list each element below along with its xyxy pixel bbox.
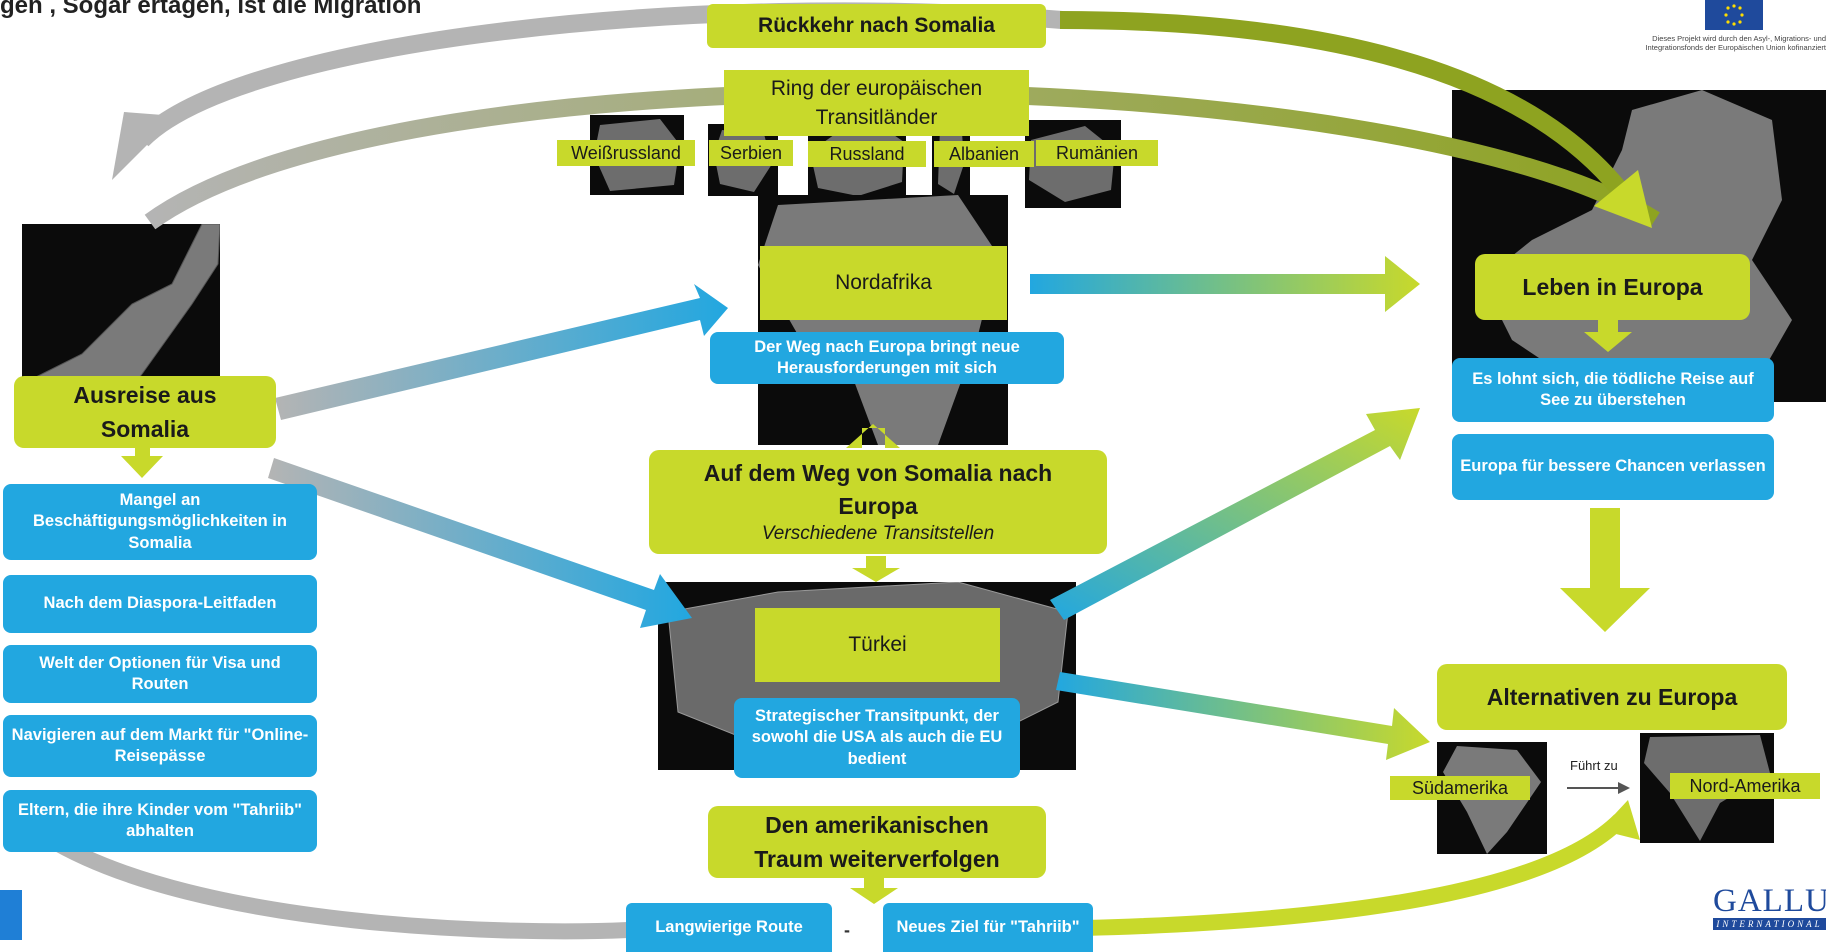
long-route-box: Langwierige Route [626,903,832,952]
reason-item: Mangel an Beschäftigungsmöglichkeiten in… [3,484,317,560]
europe-note-leave: Europa für bessere Chancen verlassen [1452,434,1774,500]
north-africa-note: Der Weg nach Europa bringt neue Herausfo… [710,332,1064,384]
long-route-arc [43,831,629,940]
new-target-box: Neues Ziel für "Tahriib" [883,903,1093,952]
country-label-serbia: Serbien [709,140,793,166]
new-target-head [1600,800,1640,840]
center-title-line2: Europa [838,492,918,519]
gallup-logo-sub: INTERNATIONAL [1713,918,1826,930]
center-down-arrow [852,556,900,582]
gallup-logo-text: GALLUP [1713,883,1826,919]
europe-title: Leben in Europa [1522,273,1703,300]
return-to-somalia-box: Rückkehr nach Somalia [707,4,1046,48]
turkey-title: Türkei [848,633,907,656]
transit-ring-box: Ring der europäischen Transitländer [724,70,1029,136]
country-label-albania: Albanien [934,141,1034,167]
north-africa-box: Nordafrika [760,246,1007,320]
departure-title-line1: Ausreise aus [73,381,217,408]
turkey-to-europe-arrow [1050,408,1420,620]
eu-flag-icon [1705,0,1763,30]
center-subtitle: Verschiedene Transitstellen [761,522,995,544]
return-arc-upper-head [112,112,176,180]
center-box: Auf dem Weg von Somalia nach Europa Vers… [649,450,1107,554]
south-america-label: Südamerika [1390,776,1530,800]
center-up-arrow [846,424,900,448]
somalia-to-north-africa-arrow [275,284,728,420]
alternatives-title: Alternativen zu Europa [1486,683,1738,710]
header-partial: gen , Sogar ertagen, ist die Migration [0,0,422,19]
turkey-to-alternatives-arrow [1056,672,1430,760]
country-label-belarus: Weißrussland [557,140,695,166]
center-title-line1: Auf dem Weg von Somalia nach [703,460,1053,487]
country-label-russia: Russland [808,141,926,167]
departure-box: Ausreise aus Somalia [14,376,276,448]
reason-item: Navigieren auf dem Markt für "Online-Rei… [3,715,317,777]
return-to-europe-arc [1059,11,1627,196]
route-separator: - [844,920,850,940]
american-dream-box: Den amerikanischen Traum weiterverfolgen [708,806,1046,878]
leads-to-arrow-head [1618,782,1630,794]
side-tab [0,890,22,940]
europe-box: Leben in Europa [1475,254,1750,320]
american-title-line2: Traum weiterverfolgen [754,846,1000,872]
north-america-label: Nord-Amerika [1670,773,1820,799]
reason-item: Nach dem Diaspora-Leitfaden [3,575,317,633]
reason-item: Welt der Optionen für Visa und Routen [3,645,317,703]
turkey-box: Türkei [755,608,1000,682]
american-down-arrow [850,876,898,904]
departure-title-line2: Somalia [100,416,190,442]
return-to-europe-head [1594,170,1652,228]
somalia-to-turkey-arrow [268,458,692,628]
transit-ring-title-line1: Ring der europäischen [770,76,983,100]
europe-map [1452,90,1826,402]
gallup-logo: GALLUP INTERNATIONAL [1713,884,1826,930]
eu-funding-note: Dieses Projekt wird durch den Asyl-, Mig… [1645,34,1826,53]
country-label-romania: Rumänien [1036,140,1158,166]
turkey-note: Strategischer Transitpunkt, der sowohl d… [734,698,1020,778]
leads-to-label: Führt zu [1570,758,1618,773]
alternatives-box: Alternativen zu Europa [1437,664,1787,730]
europe-to-alternatives-arrow [1560,508,1650,632]
transit-ring-title-line2: Transitländer [815,106,938,129]
reason-item: Eltern, die ihre Kinder vom "Tahriib" ab… [3,790,317,852]
departure-down-arrow [121,442,163,478]
europe-note-worth: Es lohnt sich, die tödliche Reise auf Se… [1452,358,1774,422]
europe-down-small-arrow [1584,318,1632,352]
north-africa-to-europe-arrow [1030,256,1420,312]
american-title-line1: Den amerikanischen [765,811,989,838]
new-target-arc [1083,814,1626,936]
north-africa-title: Nordafrika [835,271,932,294]
return-title: Rückkehr nach Somalia [758,14,995,37]
